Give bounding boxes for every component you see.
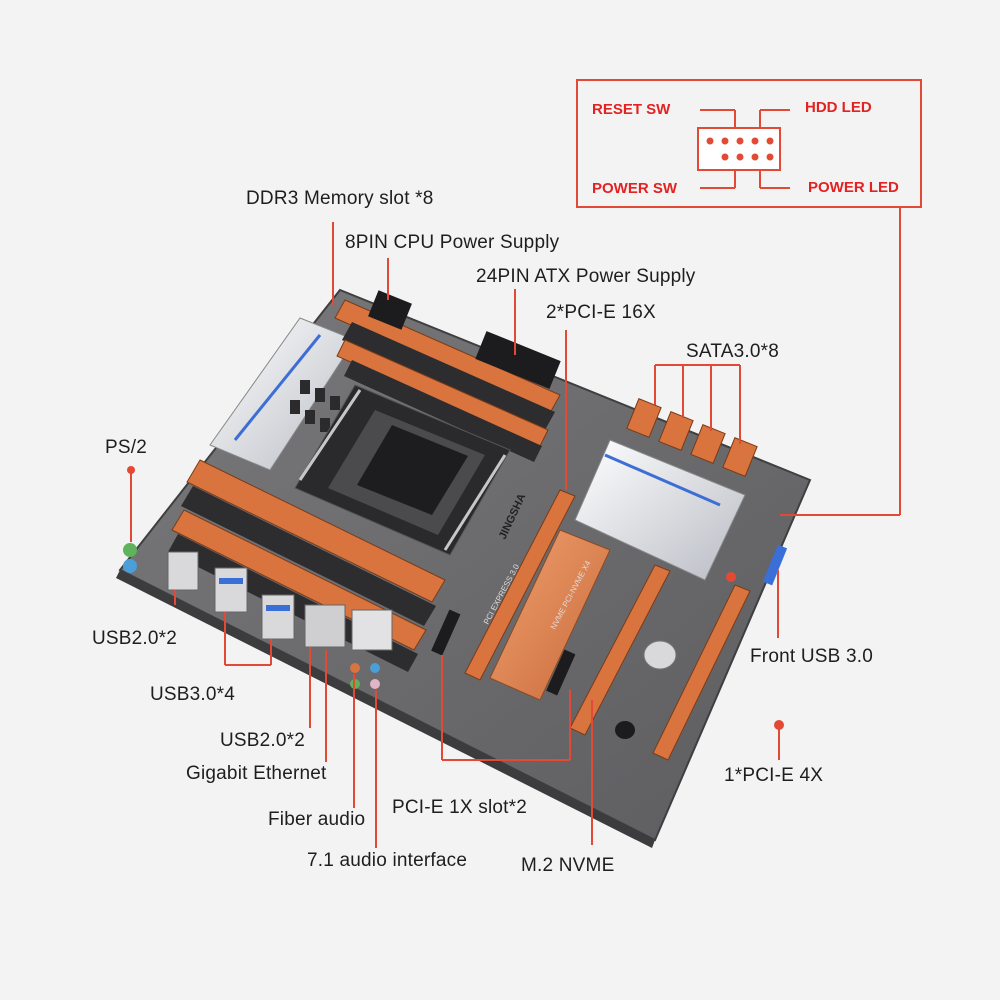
sata-ports <box>626 398 758 477</box>
usb30-label: USB3.0*4 <box>150 684 236 705</box>
cpu-power-connector <box>368 290 412 330</box>
pcie1x-label: PCI-E 1X slot*2 <box>392 797 527 818</box>
pcie4x-label: 1*PCI-E 4X <box>724 765 824 786</box>
leader-lines <box>127 222 784 848</box>
ddr3-slots-upper <box>334 299 561 462</box>
pcie16-slot-1 <box>464 489 576 681</box>
atx-power-label: 24PIN ATX Power Supply <box>476 266 696 287</box>
m2-label: M.2 NVME <box>521 855 615 876</box>
ethernet-label: Gigabit Ethernet <box>186 763 327 784</box>
pcie1x-slot-2 <box>546 649 576 696</box>
power-sw-label: POWER SW <box>592 180 677 197</box>
pcie4x-slot <box>652 584 751 761</box>
chipset-heatsink <box>574 439 746 581</box>
front-usb-label: Front USB 3.0 <box>750 646 873 667</box>
rear-io <box>123 543 393 689</box>
pcie1x-slot-1 <box>431 609 461 656</box>
audio71-label: 7.1 audio interface <box>307 850 468 871</box>
sata-label: SATA3.0*8 <box>686 341 779 362</box>
m2-heatsink <box>489 529 611 701</box>
reset-sw-label: RESET SW <box>592 101 671 118</box>
fiber-audio-label: Fiber audio <box>268 809 366 830</box>
ddr3-label: DDR3 Memory slot *8 <box>246 188 434 209</box>
vrm-heatsink <box>209 317 356 471</box>
front-panel-header-box <box>576 79 922 516</box>
pcie16-label: 2*PCI-E 16X <box>546 302 656 323</box>
atx-power-connector <box>475 331 561 389</box>
ps2-label: PS/2 <box>105 437 147 458</box>
cpu-socket <box>294 384 511 556</box>
usb20-rear-label: USB2.0*2 <box>92 628 178 649</box>
pcie16-slot-2 <box>569 564 671 736</box>
cpu-power-label: 8PIN CPU Power Supply <box>345 232 560 253</box>
cmos-battery <box>643 640 677 670</box>
hdd-led-label: HDD LED <box>805 99 872 116</box>
front-usb-header <box>762 544 788 586</box>
usb20-label: USB2.0*2 <box>220 730 306 751</box>
power-led-label: POWER LED <box>808 179 899 196</box>
